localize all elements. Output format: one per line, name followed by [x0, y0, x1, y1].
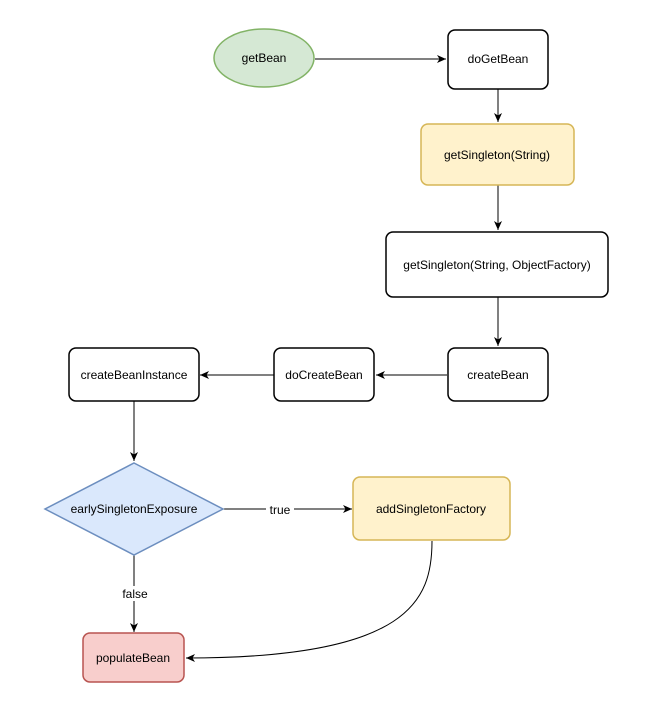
docreatebean-label: doCreateBean — [285, 368, 362, 382]
node-dogetbean: doGetBean — [447, 29, 549, 90]
node-getsingleton-string: getSingleton(String) — [420, 123, 575, 186]
addsingletonfactory-box — [352, 476, 511, 541]
createbeaninstance-label: createBeanInstance — [81, 368, 188, 382]
docreatebean-box — [273, 347, 375, 402]
node-getbean: getBean — [213, 28, 315, 88]
node-earlysingletonexposure: earlySingletonExposure — [43, 462, 225, 556]
createbeaninstance-box — [68, 347, 200, 402]
getsingleton-factory-label: getSingleton(String, ObjectFactory) — [403, 258, 590, 272]
node-getsingleton-factory: getSingleton(String, ObjectFactory) — [385, 231, 609, 298]
false-edge-label: false — [122, 587, 148, 601]
node-createbean: createBean — [447, 347, 549, 402]
dogetbean-label: doGetBean — [468, 52, 529, 66]
node-docreatebean: doCreateBean — [273, 347, 375, 402]
getsingleton-factory-box — [385, 231, 609, 298]
populatebean-box — [82, 632, 185, 683]
addsingletonfactory-label: addSingletonFactory — [376, 502, 486, 516]
edge-addsingletonfactory-to-populatebean — [185, 540, 433, 662]
dogetbean-box — [447, 29, 549, 90]
node-addsingletonfactory: addSingletonFactory — [352, 476, 511, 541]
true-edge-label: true — [270, 503, 291, 517]
createbean-label: createBean — [467, 368, 528, 382]
createbean-box — [447, 347, 549, 402]
getbean-label: getBean — [242, 51, 287, 65]
false-label-background — [119, 586, 151, 601]
populatebean-label: populateBean — [96, 651, 170, 665]
getsingleton-string-label: getSingleton(String) — [444, 148, 550, 162]
true-label-background — [266, 502, 294, 517]
getbean-ellipse — [213, 28, 315, 88]
earlysingletonexposure-label: earlySingletonExposure — [71, 502, 198, 516]
earlysingletonexposure-diamond — [43, 462, 225, 556]
node-populatebean: populateBean — [82, 632, 185, 683]
node-createbeaninstance: createBeanInstance — [68, 347, 200, 402]
getsingleton-string-box — [420, 123, 575, 186]
